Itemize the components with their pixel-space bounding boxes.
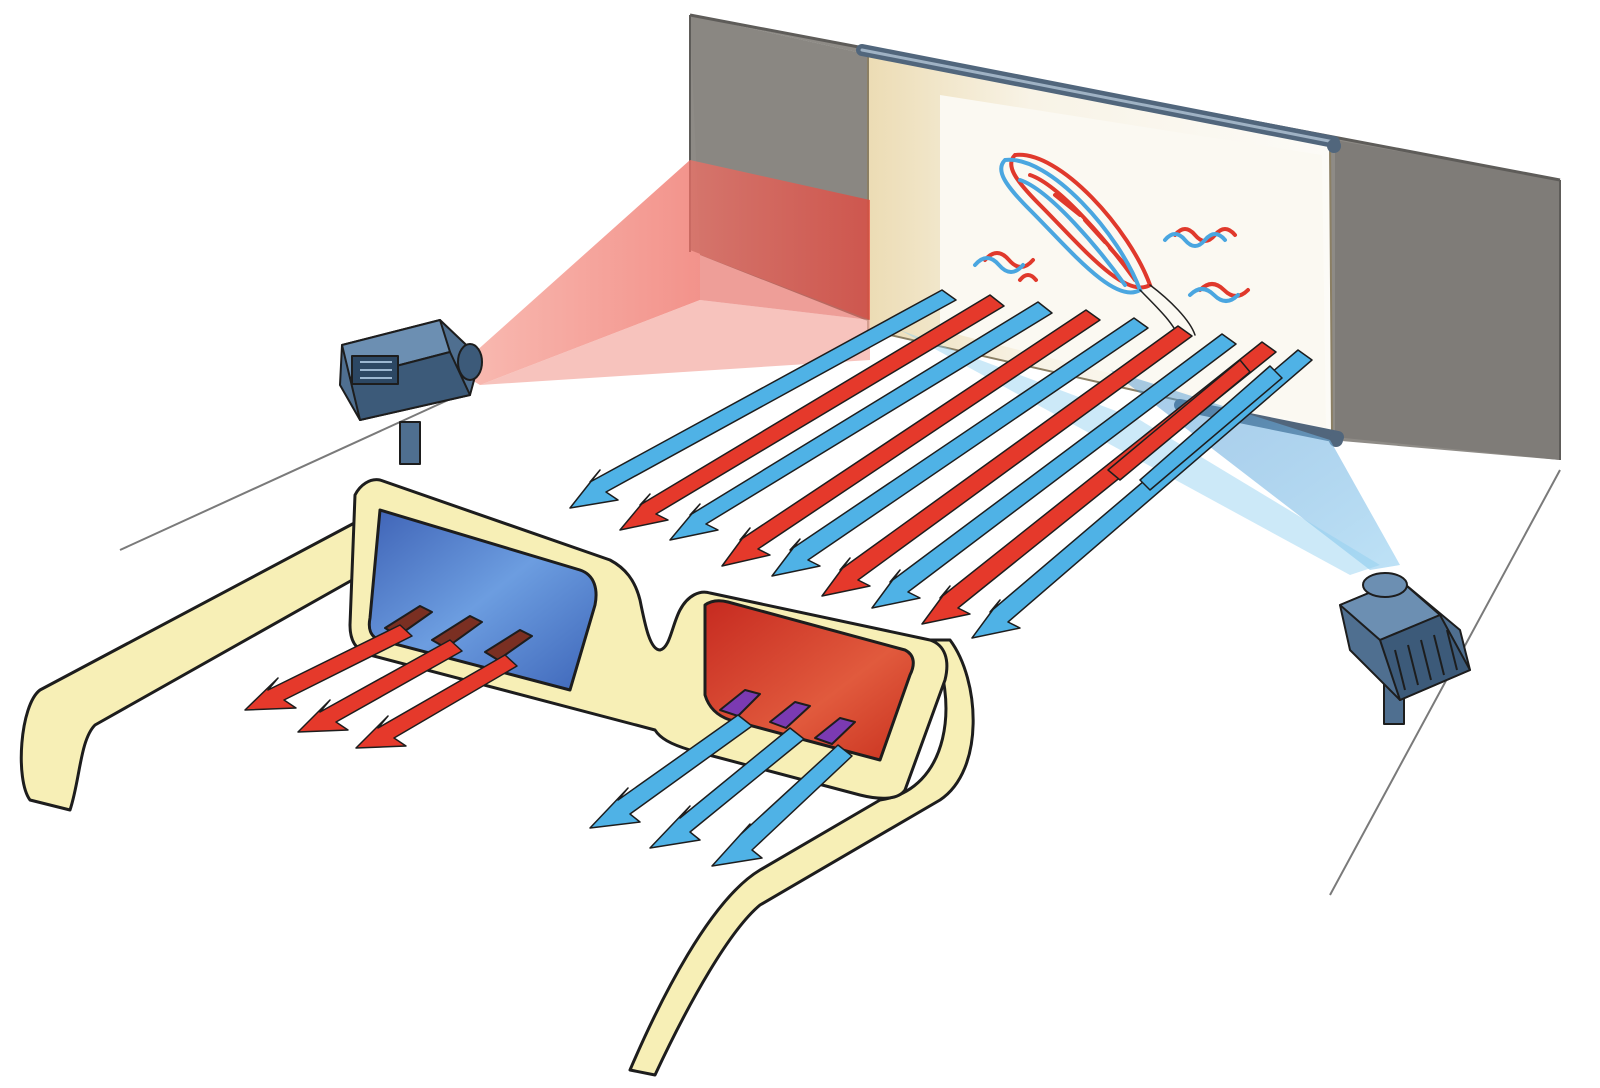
red-projector <box>339 319 483 465</box>
reflected-light-arrows <box>569 289 1313 639</box>
red-light-beam <box>455 160 870 385</box>
arrow-blue-1 <box>569 289 957 509</box>
left-eye-red-arrows <box>244 624 518 749</box>
arrow-blue-6 <box>1139 365 1283 491</box>
anaglyph-glasses <box>19 478 975 1077</box>
screen-image-boat <box>973 152 1250 341</box>
arrow-blue-3 <box>771 317 1149 577</box>
red-lens <box>703 599 915 762</box>
arrow-blue-4 <box>871 333 1237 609</box>
arrow-red-2 <box>721 309 1101 567</box>
red-lens-stripes <box>719 689 856 745</box>
arrow-red-1 <box>619 294 1005 531</box>
arrow-red-3 <box>821 325 1193 597</box>
right-eye-blue-arrows <box>589 714 853 867</box>
left-temple-arm <box>19 518 372 812</box>
arrow-red-5 <box>1107 359 1251 481</box>
floor-lines <box>119 389 1561 896</box>
blue-lens <box>367 508 598 692</box>
blue-projector <box>1339 572 1471 725</box>
arrow-blue-2 <box>669 301 1053 541</box>
right-temple-arm <box>628 638 975 1077</box>
